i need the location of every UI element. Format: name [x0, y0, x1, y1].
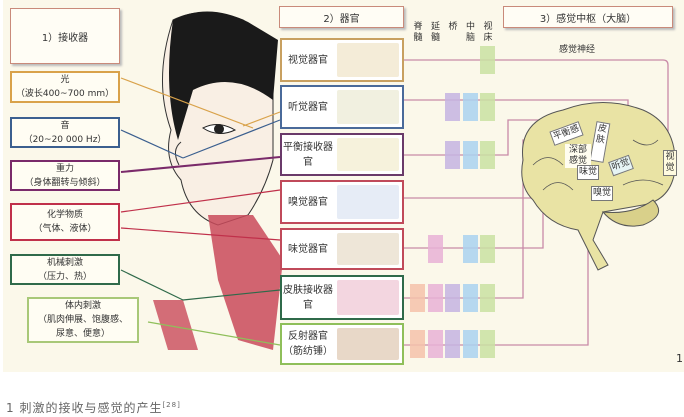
pathway-marker [410, 330, 425, 358]
pathway-marker [445, 140, 460, 169]
pathway-marker [462, 93, 478, 121]
stimulus-detail: （气体、液体） [33, 224, 97, 234]
stimulus-detail: （20~20 000 Hz） [23, 134, 107, 145]
caption-text: 1 刺激的接收与感觉的产生 [6, 401, 163, 415]
organ-label: 味觉器官 [288, 243, 328, 255]
brain-area-deep-sense: 深部感觉 [565, 144, 591, 168]
stimulus-title: 音 [60, 120, 70, 131]
organ-box: 平衡接收器官 [280, 133, 404, 176]
pathway-marker [480, 140, 495, 169]
stimulus-title: 体内刺激 [64, 301, 101, 311]
brain-area-taste: 味觉 [577, 165, 600, 180]
center-header: 3）感觉中枢（大脑） [503, 6, 673, 28]
organ-box: 皮肤接收器官 [280, 275, 404, 320]
column-header: 脊髓 [413, 22, 423, 43]
stimulus-title: 光 [60, 75, 70, 85]
organ-label: 皮肤接收器官 [283, 284, 333, 311]
organ-illustration [337, 90, 399, 124]
pathway-marker [427, 235, 443, 263]
receptor-header: 1）接收器 [10, 8, 120, 64]
column-header: 延髓 [430, 22, 440, 43]
stimulus-gravity: 重力 （身体翻转与倾斜） [10, 160, 120, 191]
organ-label: 反射器官（筋纺锤） [283, 331, 333, 357]
stimulus-light: 光 （波长400~700 mm） [10, 71, 120, 103]
stimulus-detail: （压力、热） [37, 271, 92, 282]
stimulus-title: 重力 [55, 163, 74, 174]
column-header: 视床 [483, 22, 493, 43]
center-header-text: 3）感觉中枢（大脑） [539, 13, 637, 25]
figure-caption: 1 刺激的接收与感觉的产生[28] [6, 399, 181, 416]
organ-illustration [337, 185, 399, 219]
pathway-marker [480, 283, 495, 312]
stimulus-mechanical: 机械刺激 （压力、热） [10, 254, 120, 285]
organ-label: 嗅觉器官 [288, 196, 328, 208]
stimulus-detail: （身体翻转与倾斜） [24, 177, 106, 188]
organ-box: 听觉器官 [280, 85, 404, 129]
organ-illustration [337, 328, 399, 360]
pathway-marker [427, 283, 443, 312]
organ-box: 视觉器官 [280, 38, 404, 82]
pathway-marker [480, 330, 495, 358]
stimulus-sound: 音 （20~20 000 Hz） [10, 117, 120, 148]
neck-muscle [208, 215, 283, 350]
pathway-marker [480, 235, 495, 263]
nerve-label: 感觉神经 [559, 45, 596, 55]
organ-box: 味觉器官 [280, 228, 404, 270]
figure-number: 1 [676, 352, 683, 365]
column-header: 中脑 [465, 22, 475, 43]
pathway-marker [445, 283, 460, 312]
stimulus-title: 化学物质 [46, 210, 83, 220]
organ-illustration [337, 280, 399, 315]
pathway-marker [462, 330, 478, 358]
pathway-marker [462, 235, 478, 263]
pathway-marker [410, 283, 425, 312]
pathway-marker [462, 140, 478, 169]
stimulus-internal: 体内刺激 （肌肉伸展、饱腹感、尿意、便意） [27, 297, 139, 343]
organ-header-text: 2）器官 [323, 13, 360, 25]
organ-box: 反射器官（筋纺锤） [280, 323, 404, 365]
pathway-marker [427, 330, 443, 358]
organ-label: 视觉器官 [288, 54, 328, 66]
stimulus-chemical: 化学物质 （气体、液体） [10, 203, 120, 241]
organ-illustration [337, 233, 399, 265]
organ-illustration [337, 138, 399, 171]
hair [169, 11, 278, 141]
caption-reference: [28] [162, 401, 181, 409]
pathway-marker [445, 330, 460, 358]
brain-area-smell: 嗅觉 [591, 186, 614, 201]
organ-label: 听觉器官 [288, 101, 328, 113]
organ-illustration [337, 43, 399, 77]
diagram-artwork [120, 11, 676, 350]
stimulus-detail: （肌肉伸展、饱腹感、尿意、便意） [37, 315, 128, 339]
diagram-panel: 1）接收器 2）器官 3）感觉中枢（大脑） 感觉神经 光 （波长400~700 m… [3, 0, 684, 372]
pathway-marker [445, 93, 460, 121]
stimulus-detail: （波长400~700 mm） [15, 89, 115, 99]
organ-header: 2）器官 [279, 6, 404, 28]
receptor-header-text: 1）接收器 [41, 32, 89, 44]
column-header: 桥 [448, 22, 458, 32]
organ-box: 嗅觉器官 [280, 180, 404, 224]
pathway-marker [462, 283, 478, 312]
stimulus-title: 机械刺激 [46, 257, 83, 268]
organ-label: 平衡接收器官 [283, 141, 333, 168]
pathway-marker [480, 46, 495, 74]
brain-area-vision: 视觉 [663, 150, 677, 176]
pathway-marker [480, 93, 495, 121]
